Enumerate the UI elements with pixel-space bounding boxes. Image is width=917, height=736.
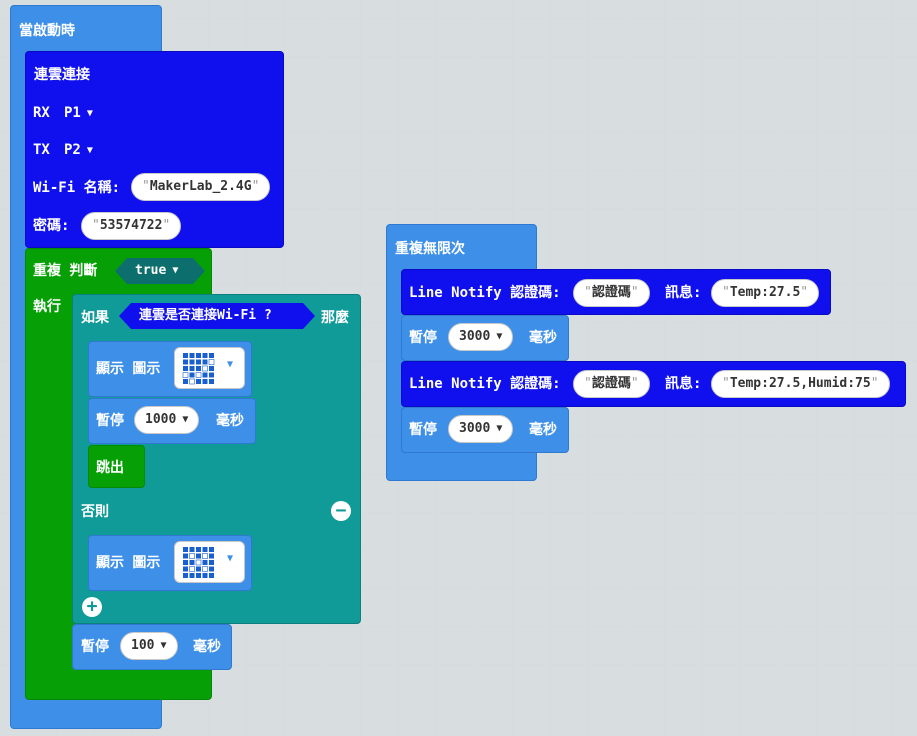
rx-value: P1 <box>64 105 81 121</box>
pause-duration-1000: 1000 <box>145 412 177 427</box>
dropdown-icon: ▼ <box>172 265 179 276</box>
dropdown-icon: ▼ <box>496 423 503 434</box>
dropdown-icon: ▼ <box>86 108 93 119</box>
break-block[interactable] <box>88 445 145 488</box>
notify-message-field-1[interactable]: "Temp:27.5" <box>711 279 820 307</box>
do-label: 執行 <box>33 299 61 315</box>
repeat-condition-value: true <box>135 263 167 278</box>
wifi-connected-condition-text: 連雲是否連接Wi-Fi ? <box>139 308 272 323</box>
notify-message-label-1: 訊息: <box>665 285 702 301</box>
pause-label-3000-1: 暫停 <box>409 330 437 346</box>
pause-label-3000-2: 暫停 <box>409 422 437 438</box>
if-label: 如果 <box>81 310 109 326</box>
else-label: 否則 <box>81 504 109 520</box>
notify-message-label-2: 訊息: <box>665 376 702 392</box>
tx-value: P2 <box>64 142 81 158</box>
wifi-connected-condition[interactable]: 連雲是否連接Wi-Fi ? <box>119 303 315 329</box>
dropdown-icon: ▼ <box>496 331 503 342</box>
notify-token-field-1[interactable]: "認證碼" <box>573 279 650 307</box>
pause-duration-3000-2: 3000 <box>459 421 491 436</box>
pause-duration-dropdown-100[interactable]: 100 ▼ <box>120 632 178 660</box>
pause-unit-3000-1: 毫秒 <box>529 330 557 346</box>
forever-label: 重複無限次 <box>395 241 465 257</box>
pause-unit-100: 毫秒 <box>193 639 221 655</box>
repeat-while-label: 重複 判斷 <box>33 263 98 279</box>
dropdown-icon: ▼ <box>227 359 234 370</box>
rx-dropdown[interactable]: P1 ▼ <box>64 104 93 123</box>
dropdown-icon: ▼ <box>182 414 189 425</box>
notify-message-field-2[interactable]: "Temp:27.5,Humid:75" <box>711 370 890 398</box>
pause-duration-dropdown-3000-1[interactable]: 3000 ▼ <box>448 323 514 351</box>
notify-token-value-1: 認證碼 <box>591 285 631 300</box>
notify-message-value-1: Temp:27.5 <box>729 285 801 300</box>
on-start-label: 當啟動時 <box>19 23 75 39</box>
plus-circle-icon[interactable]: + <box>82 597 102 617</box>
line-notify-label-2: Line Notify 認證碼: <box>409 376 561 392</box>
led-grid-icon <box>183 547 214 578</box>
minus-circle-icon[interactable]: − <box>331 501 351 521</box>
password-label: 密碼: <box>33 218 70 234</box>
line-notify-label-1: Line Notify 認證碼: <box>409 285 561 301</box>
password-value: 53574722 <box>99 218 163 233</box>
pause-label-1000: 暫停 <box>96 413 124 429</box>
notify-message-value-2: Temp:27.5,Humid:75 <box>729 376 871 391</box>
wifi-name-value: MakerLab_2.4G <box>149 179 252 194</box>
dropdown-icon: ▼ <box>86 145 93 156</box>
pause-unit-1000: 毫秒 <box>216 413 244 429</box>
show-image-label-1: 顯示 圖示 <box>96 361 161 377</box>
pause-label-100: 暫停 <box>81 639 109 655</box>
led-grid-icon <box>182 353 215 385</box>
pause-duration-dropdown-1000[interactable]: 1000 ▼ <box>134 406 200 434</box>
wifi-label: Wi-Fi 名稱: <box>33 180 121 196</box>
pause-unit-3000-2: 毫秒 <box>529 422 557 438</box>
then-label: 那麼 <box>321 310 349 326</box>
notify-token-value-2: 認證碼 <box>591 376 631 391</box>
tx-dropdown[interactable]: P2 ▼ <box>64 141 93 160</box>
wifi-name-field[interactable]: "MakerLab_2.4G" <box>131 173 271 201</box>
dropdown-icon: ▼ <box>227 553 234 564</box>
dropdown-icon: ▼ <box>160 640 167 651</box>
repeat-condition-dropdown[interactable]: true ▼ <box>115 258 205 284</box>
show-image-label-2: 顯示 圖示 <box>96 555 161 571</box>
led-image-picker-1[interactable]: ▼ <box>174 347 245 389</box>
notify-token-field-2[interactable]: "認證碼" <box>573 370 650 398</box>
pause-duration-100: 100 <box>131 638 155 653</box>
led-image-picker-2[interactable]: ▼ <box>174 541 245 583</box>
rx-label: RX <box>33 105 50 121</box>
tx-label: TX <box>33 142 50 158</box>
break-label: 跳出 <box>96 460 124 476</box>
cloud-connect-title: 連雲連接 <box>34 67 90 83</box>
pause-duration-dropdown-3000-2[interactable]: 3000 ▼ <box>448 415 514 443</box>
password-field[interactable]: "53574722" <box>81 212 182 240</box>
pause-duration-3000-1: 3000 <box>459 329 491 344</box>
